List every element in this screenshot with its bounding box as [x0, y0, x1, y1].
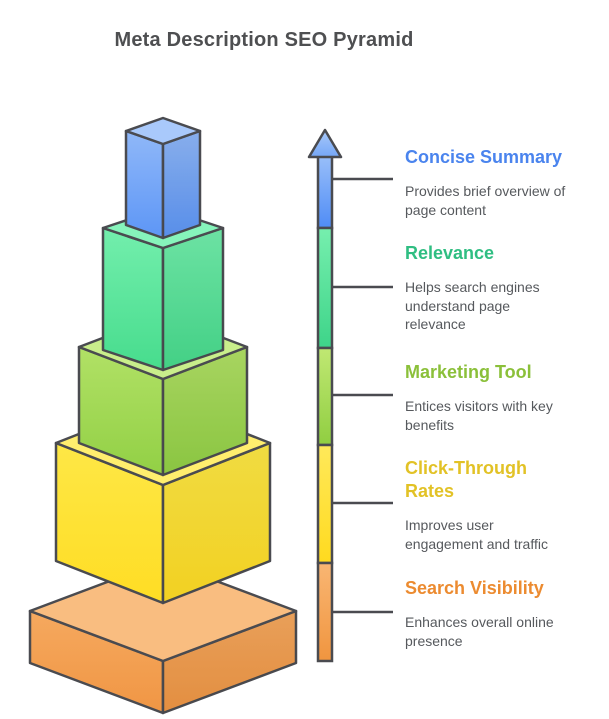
- pyramid-level-relevance: [101, 206, 225, 372]
- label-search-visibility: Search Visibility Enhances overall onlin…: [405, 577, 597, 650]
- label-heading: Marketing Tool: [405, 362, 532, 382]
- label-heading: Relevance: [405, 243, 495, 263]
- box-right-face-shade: [163, 443, 270, 603]
- box-left-face: [124, 129, 165, 240]
- box-top-face: [28, 559, 298, 663]
- label-heading: Concise Summary: [405, 147, 563, 167]
- box-top-face: [124, 116, 202, 146]
- box-left-face: [101, 226, 165, 372]
- box-right-face-shade: [163, 611, 296, 713]
- scale-segment-relevance: [316, 226, 334, 350]
- label-heading: Click-Through Rates: [405, 458, 527, 501]
- scale-segment-marketing-tool: [316, 346, 334, 447]
- scale-segment-click-through-rates: [316, 443, 334, 565]
- label-concise-summary: Concise Summary Provides brief overview …: [405, 146, 597, 219]
- diagram-title: Meta Description SEO Pyramid: [114, 29, 414, 51]
- box-right-face-shade: [163, 347, 247, 475]
- pyramid-level-concise-summary: [124, 116, 202, 240]
- pyramid-level-search-visibility: [28, 559, 298, 715]
- label-click-through-rates: Click-Through Rates Improves user engage…: [405, 457, 597, 553]
- label-relevance: Relevance Helps search engines understan…: [405, 242, 597, 334]
- label-heading: Search Visibility: [405, 578, 544, 598]
- scale-segment-concise-summary: [316, 148, 334, 230]
- label-description: Helps search engines understand page rel…: [405, 279, 540, 332]
- box-right-face-shade: [163, 228, 223, 370]
- arrow-up-icon: [307, 128, 343, 159]
- box-right-face-shade: [163, 131, 200, 238]
- label-description: Entices visitors with key benefits: [405, 398, 553, 433]
- label-description: Provides brief overview of page content: [405, 183, 566, 218]
- label-description: Improves user engagement and traffic: [405, 517, 548, 552]
- scale-segment-search-visibility: [316, 561, 334, 663]
- label-marketing-tool: Marketing Tool Entices visitors with key…: [405, 361, 597, 434]
- label-description: Enhances overall online presence: [405, 614, 554, 649]
